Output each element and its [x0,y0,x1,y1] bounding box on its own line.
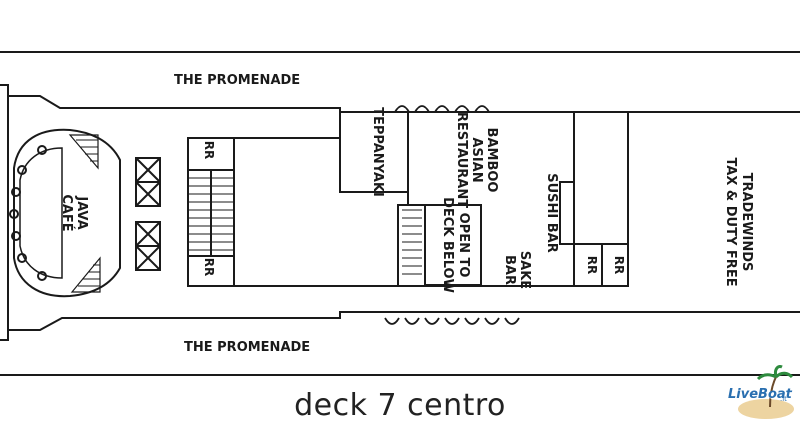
label-rr-3: RR [585,256,599,274]
label-teppanyaki: TEPPANYAKI [370,107,385,197]
corridor-wall-top [0,84,800,113]
label-java: JAVA [74,195,89,229]
label-sake-1: SAKE [517,251,532,289]
label-open-2: DECK BELOW [440,197,455,293]
label-tradewinds-1: TRADEWINDS [739,173,754,272]
label-sushi-bar: SUSHI BAR [544,173,559,253]
logo-palm-icon [738,365,794,419]
label-rr-2: RR [202,258,216,276]
caption: deck 7 centro [294,388,506,423]
liveboat-logo: LiveBoat .it [718,365,798,427]
label-promenade-bottom: THE PROMENADE [184,340,310,355]
label-bamboo-1: BAMBOO [484,128,499,193]
label-rr-1: RR [202,141,216,159]
label-open-1: OPEN TO [456,213,471,278]
logo-suffix: .it [780,395,787,403]
label-cafe: CAFÉ [59,194,75,231]
label-bamboo-2: ASIAN [469,137,484,182]
label-tradewinds-2: TAX & DUTY FREE [723,157,738,286]
label-sake-2: BAR [502,255,517,285]
logo-text: LiveBoat [728,387,792,402]
label-rr-4: RR [612,256,626,274]
label-promenade-top: THE PROMENADE [174,73,300,88]
label-bamboo-3: RESTAURANT [454,112,469,208]
corridor-wall-bottom [0,311,800,341]
java-cafe-outline [13,128,121,298]
